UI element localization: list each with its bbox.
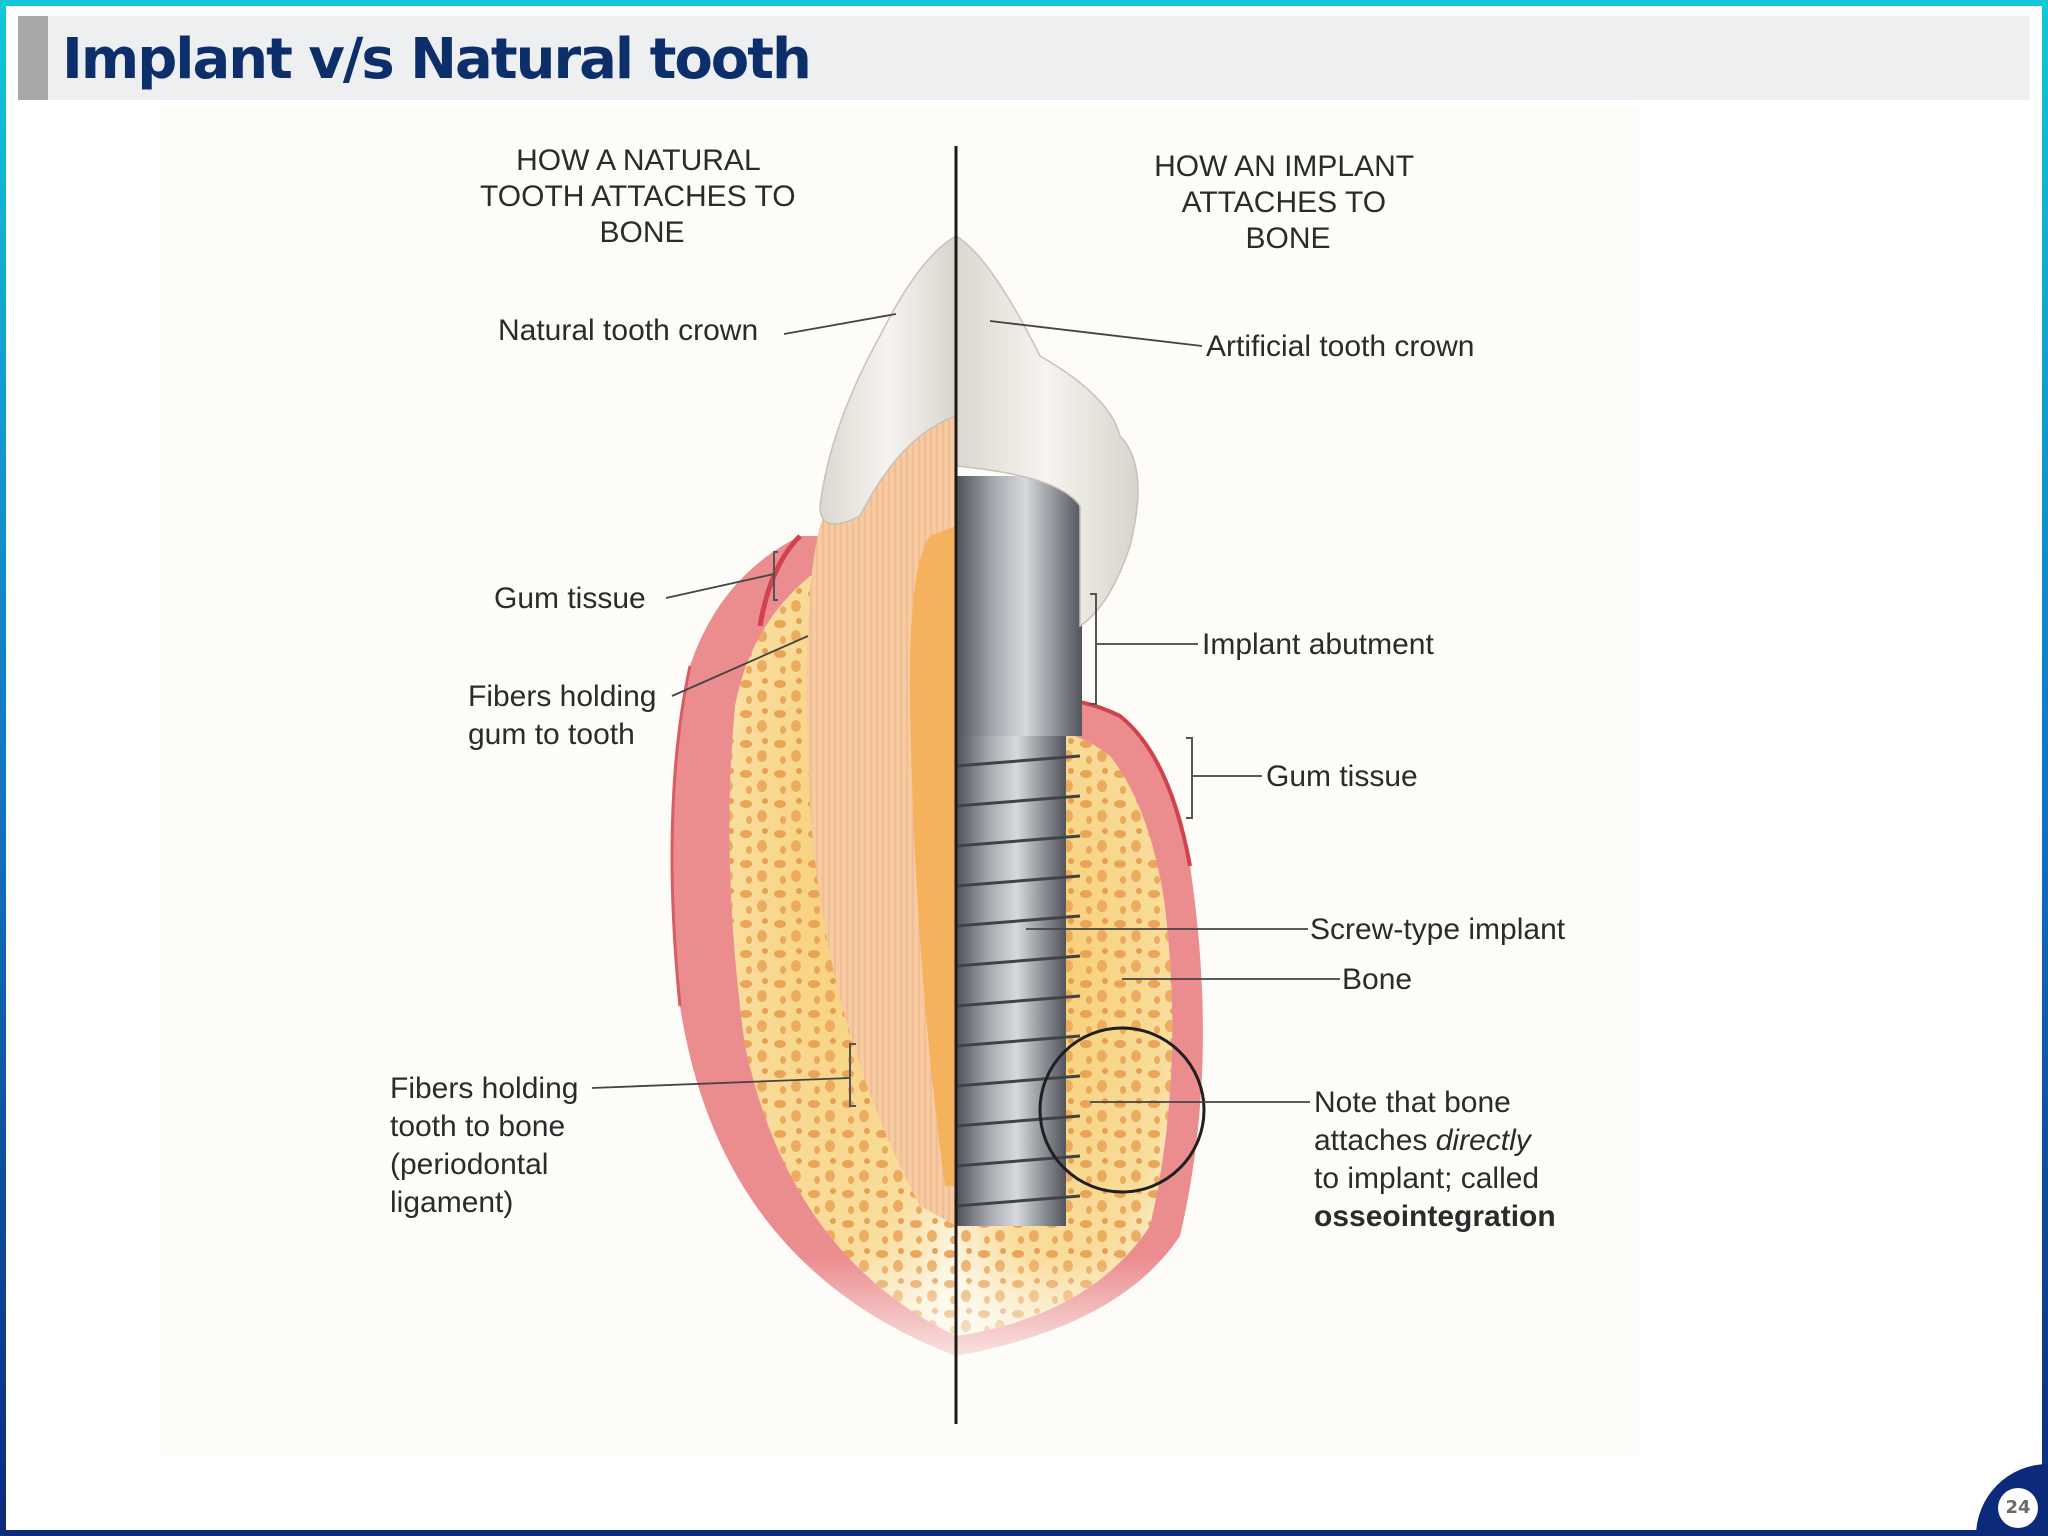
screw-type-implant	[956, 736, 1066, 1226]
osseointegration-circle	[1038, 1026, 1206, 1194]
page-number: 24	[1998, 1488, 2038, 1528]
left-header: HOW A NATURAL TOOTH ATTACHES TO BONE	[480, 144, 804, 249]
label-osseointegration-note: Note that bone attaches directly to impl…	[1314, 1086, 1556, 1233]
natural-gum-edge	[757, 534, 802, 627]
artificial-tooth-crown	[956, 235, 1139, 628]
implant-half	[956, 235, 1206, 1356]
label-natural-tooth-crown: Natural tooth crown	[498, 314, 758, 347]
label-artificial-tooth-crown: Artificial tooth crown	[1206, 330, 1474, 363]
title-accent-bar	[18, 16, 48, 100]
label-bone: Bone	[1342, 963, 1412, 996]
tooth-diagram: HOW A NATURAL TOOTH ATTACHES TO BONE HOW…	[160, 106, 1640, 1456]
natural-pulp	[909, 526, 956, 1186]
label-screw-type-implant: Screw-type implant	[1310, 913, 1566, 946]
natural-tooth-half	[670, 235, 956, 1356]
label-implant-abutment: Implant abutment	[1202, 628, 1434, 661]
bottom-fade	[640, 1256, 1260, 1386]
implant-threads	[956, 754, 1081, 1208]
slide-title: Implant v/s Natural tooth	[62, 27, 812, 92]
label-fibers-tooth-to-bone: Fibers holding tooth to bone (periodonta…	[390, 1072, 587, 1219]
tooth-diagram-svg: HOW A NATURAL TOOTH ATTACHES TO BONE HOW…	[390, 144, 1566, 1424]
label-gum-tissue-left: Gum tissue	[494, 582, 646, 615]
leader-lines	[591, 313, 1340, 1103]
label-fibers-gum-to-tooth: Fibers holding gum to tooth	[468, 680, 665, 751]
implant-abutment	[956, 476, 1082, 736]
title-bar	[18, 16, 2030, 100]
natural-tooth-crown	[819, 235, 956, 525]
natural-gum-outline	[670, 665, 692, 1007]
right-header: HOW AN IMPLANT ATTACHES TO BONE	[1154, 150, 1422, 255]
label-gum-tissue-right: Gum tissue	[1266, 760, 1418, 793]
label-brackets	[773, 551, 1193, 1107]
